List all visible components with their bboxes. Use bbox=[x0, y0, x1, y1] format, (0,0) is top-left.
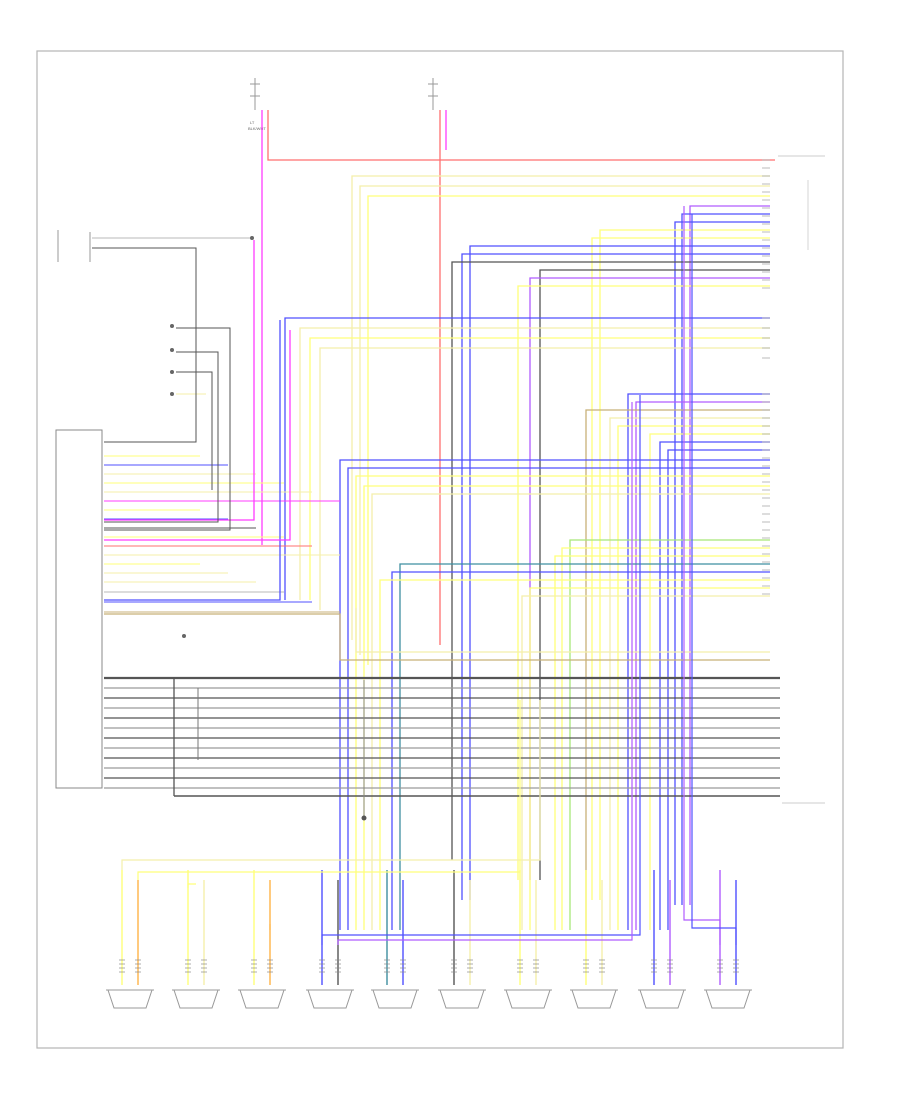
side-component-label-area bbox=[90, 322, 160, 330]
wire-cd-2 bbox=[554, 555, 770, 930]
wire-side-3 bbox=[176, 371, 213, 490]
top-fuse-2 bbox=[428, 78, 438, 110]
diagram-border bbox=[36, 50, 844, 1049]
side-component-dot-3 bbox=[170, 370, 174, 374]
speaker-body-2 bbox=[173, 989, 219, 1009]
wire-fuse-out bbox=[92, 247, 197, 443]
wire-speaker-feed-top bbox=[121, 700, 541, 870]
module-side-dot bbox=[182, 634, 186, 638]
wire-group bbox=[92, 110, 775, 930]
wire-speaker-feed-7 bbox=[683, 206, 721, 945]
speaker-body-4 bbox=[307, 989, 353, 1009]
speaker-body-6 bbox=[439, 989, 485, 1009]
wire-speaker-feed-3 bbox=[187, 883, 196, 888]
speaker-body-1 bbox=[107, 989, 153, 1009]
bus-lines bbox=[104, 676, 780, 821]
wire-lowr-1 bbox=[635, 401, 770, 930]
wire-cd-7 bbox=[521, 595, 770, 930]
right-connector-pins bbox=[762, 155, 825, 804]
wire-speaker-feed-8 bbox=[691, 214, 737, 945]
speaker-body-8 bbox=[571, 989, 617, 1009]
side-component-label-area bbox=[90, 390, 160, 398]
wire-lowr-3 bbox=[609, 417, 770, 930]
wire-side-1 bbox=[104, 327, 231, 531]
side-component-dot-2 bbox=[170, 348, 174, 352]
ground-point bbox=[361, 815, 367, 821]
wire-speaker-feed-2 bbox=[137, 700, 521, 880]
wire-speaker-feed-6 bbox=[337, 402, 633, 945]
side-component-dot-4 bbox=[170, 392, 174, 396]
speaker-body-7 bbox=[505, 989, 551, 1009]
speaker-body-5 bbox=[372, 989, 418, 1009]
fuse-junction-dot bbox=[250, 236, 254, 240]
wire-mid-0 bbox=[284, 317, 770, 600]
wire-tan-lower bbox=[104, 613, 770, 661]
wire-upper-0 bbox=[351, 175, 770, 640]
top-left-wire-label: LT bbox=[250, 120, 255, 125]
wire-mid-3 bbox=[319, 347, 770, 610]
wire-lowr-9 bbox=[347, 467, 770, 930]
wire-mid-1 bbox=[299, 327, 770, 600]
wire-upper-9 bbox=[461, 253, 770, 900]
wire-upper-11 bbox=[539, 269, 770, 880]
wire-lowr-0 bbox=[627, 393, 770, 930]
wire-pink-left-drop-2 bbox=[104, 330, 291, 541]
wire-cd-0 bbox=[569, 539, 770, 930]
wire-upper-2 bbox=[367, 195, 770, 665]
wire-lowr-7 bbox=[667, 449, 770, 930]
top-fuse-1 bbox=[250, 78, 260, 110]
wire-blue-left-drop bbox=[104, 320, 281, 601]
wire-lowr-2 bbox=[585, 409, 770, 930]
wire-upper-8 bbox=[469, 245, 770, 900]
left-fuse bbox=[57, 230, 91, 262]
wire-lowr-5 bbox=[649, 433, 770, 930]
speaker-body-9 bbox=[639, 989, 685, 1009]
wire-upper-4 bbox=[681, 213, 770, 905]
side-components bbox=[90, 236, 254, 638]
wire-cd-5 bbox=[379, 579, 770, 930]
side-component-label-area bbox=[90, 346, 160, 354]
wire-lowr-8 bbox=[339, 459, 770, 930]
wire-upper-3 bbox=[689, 205, 770, 905]
side-component-label-area bbox=[90, 368, 160, 376]
wire-upper-1 bbox=[359, 185, 770, 655]
wire-speaker-feed-5 bbox=[321, 395, 641, 945]
wire-cd-6 bbox=[529, 587, 770, 930]
wire-cd-4 bbox=[391, 571, 770, 930]
speaker-body-3 bbox=[239, 989, 285, 1009]
wire-cd-3 bbox=[399, 563, 770, 930]
side-component-dot-1 bbox=[170, 324, 174, 328]
wire-lowr-6 bbox=[659, 441, 770, 930]
wire-pale-lower bbox=[355, 608, 770, 653]
wire-upper-10 bbox=[451, 261, 770, 860]
wire-pink-left-drop bbox=[104, 240, 255, 521]
speaker-group bbox=[106, 206, 752, 1009]
wire-mid-2 bbox=[309, 337, 770, 600]
wire-upper-6 bbox=[599, 229, 770, 900]
wire-lowr-10 bbox=[355, 475, 770, 930]
wire-upper-13 bbox=[517, 285, 770, 880]
speaker-body-10 bbox=[705, 989, 751, 1009]
wire-lowr-12 bbox=[371, 493, 770, 930]
left-module bbox=[55, 429, 103, 789]
wire-cd-1 bbox=[561, 547, 770, 930]
wire-red-top-feed bbox=[267, 110, 775, 161]
wire-side-2 bbox=[104, 351, 219, 523]
wire-lowr-4 bbox=[617, 425, 770, 930]
top-left-wire-color-label: BLK/WHT bbox=[248, 126, 266, 131]
wire-upper-7 bbox=[591, 237, 770, 900]
